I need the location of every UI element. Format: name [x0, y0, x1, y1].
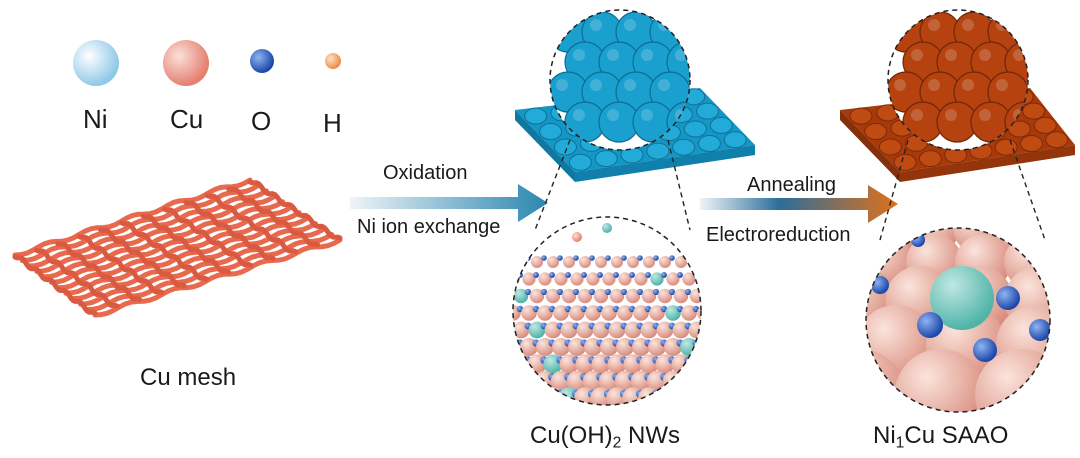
legend-label-cu: Cu	[170, 104, 204, 134]
legend-label-o: O	[251, 106, 272, 136]
cu-mesh-illustration	[12, 177, 343, 318]
arrow-annealing	[700, 185, 898, 223]
caption-ni1cu-saao: Ni1Cu SAAO	[873, 422, 1009, 452]
step2-label-annealing: Annealing	[747, 174, 836, 196]
legend-ni-sphere	[73, 40, 119, 86]
caption-cu-oh2-nws: Cu(OH)2 NWs	[530, 422, 681, 452]
step1-label-oxidation: Oxidation	[383, 162, 468, 184]
zoom-circle-nws-top	[549, 9, 691, 151]
step2-label-electroreduction: Electroreduction	[706, 224, 851, 246]
legend-label-ni: Ni	[83, 104, 108, 134]
step1-label-ni-ion-exchange: Ni ion exchange	[357, 216, 501, 238]
zoom-circle-nws-atoms	[512, 216, 702, 406]
arrow-oxidation	[350, 184, 548, 222]
zoom-circle-saao-top	[887, 9, 1029, 151]
legend-h-sphere	[325, 53, 341, 69]
caption-cu-mesh: Cu mesh	[140, 364, 237, 391]
legend-cu-sphere	[163, 40, 209, 86]
legend-o-sphere	[250, 49, 274, 73]
zoom-circle-saao-atoms	[865, 227, 1051, 413]
legend-label-h: H	[323, 108, 342, 138]
